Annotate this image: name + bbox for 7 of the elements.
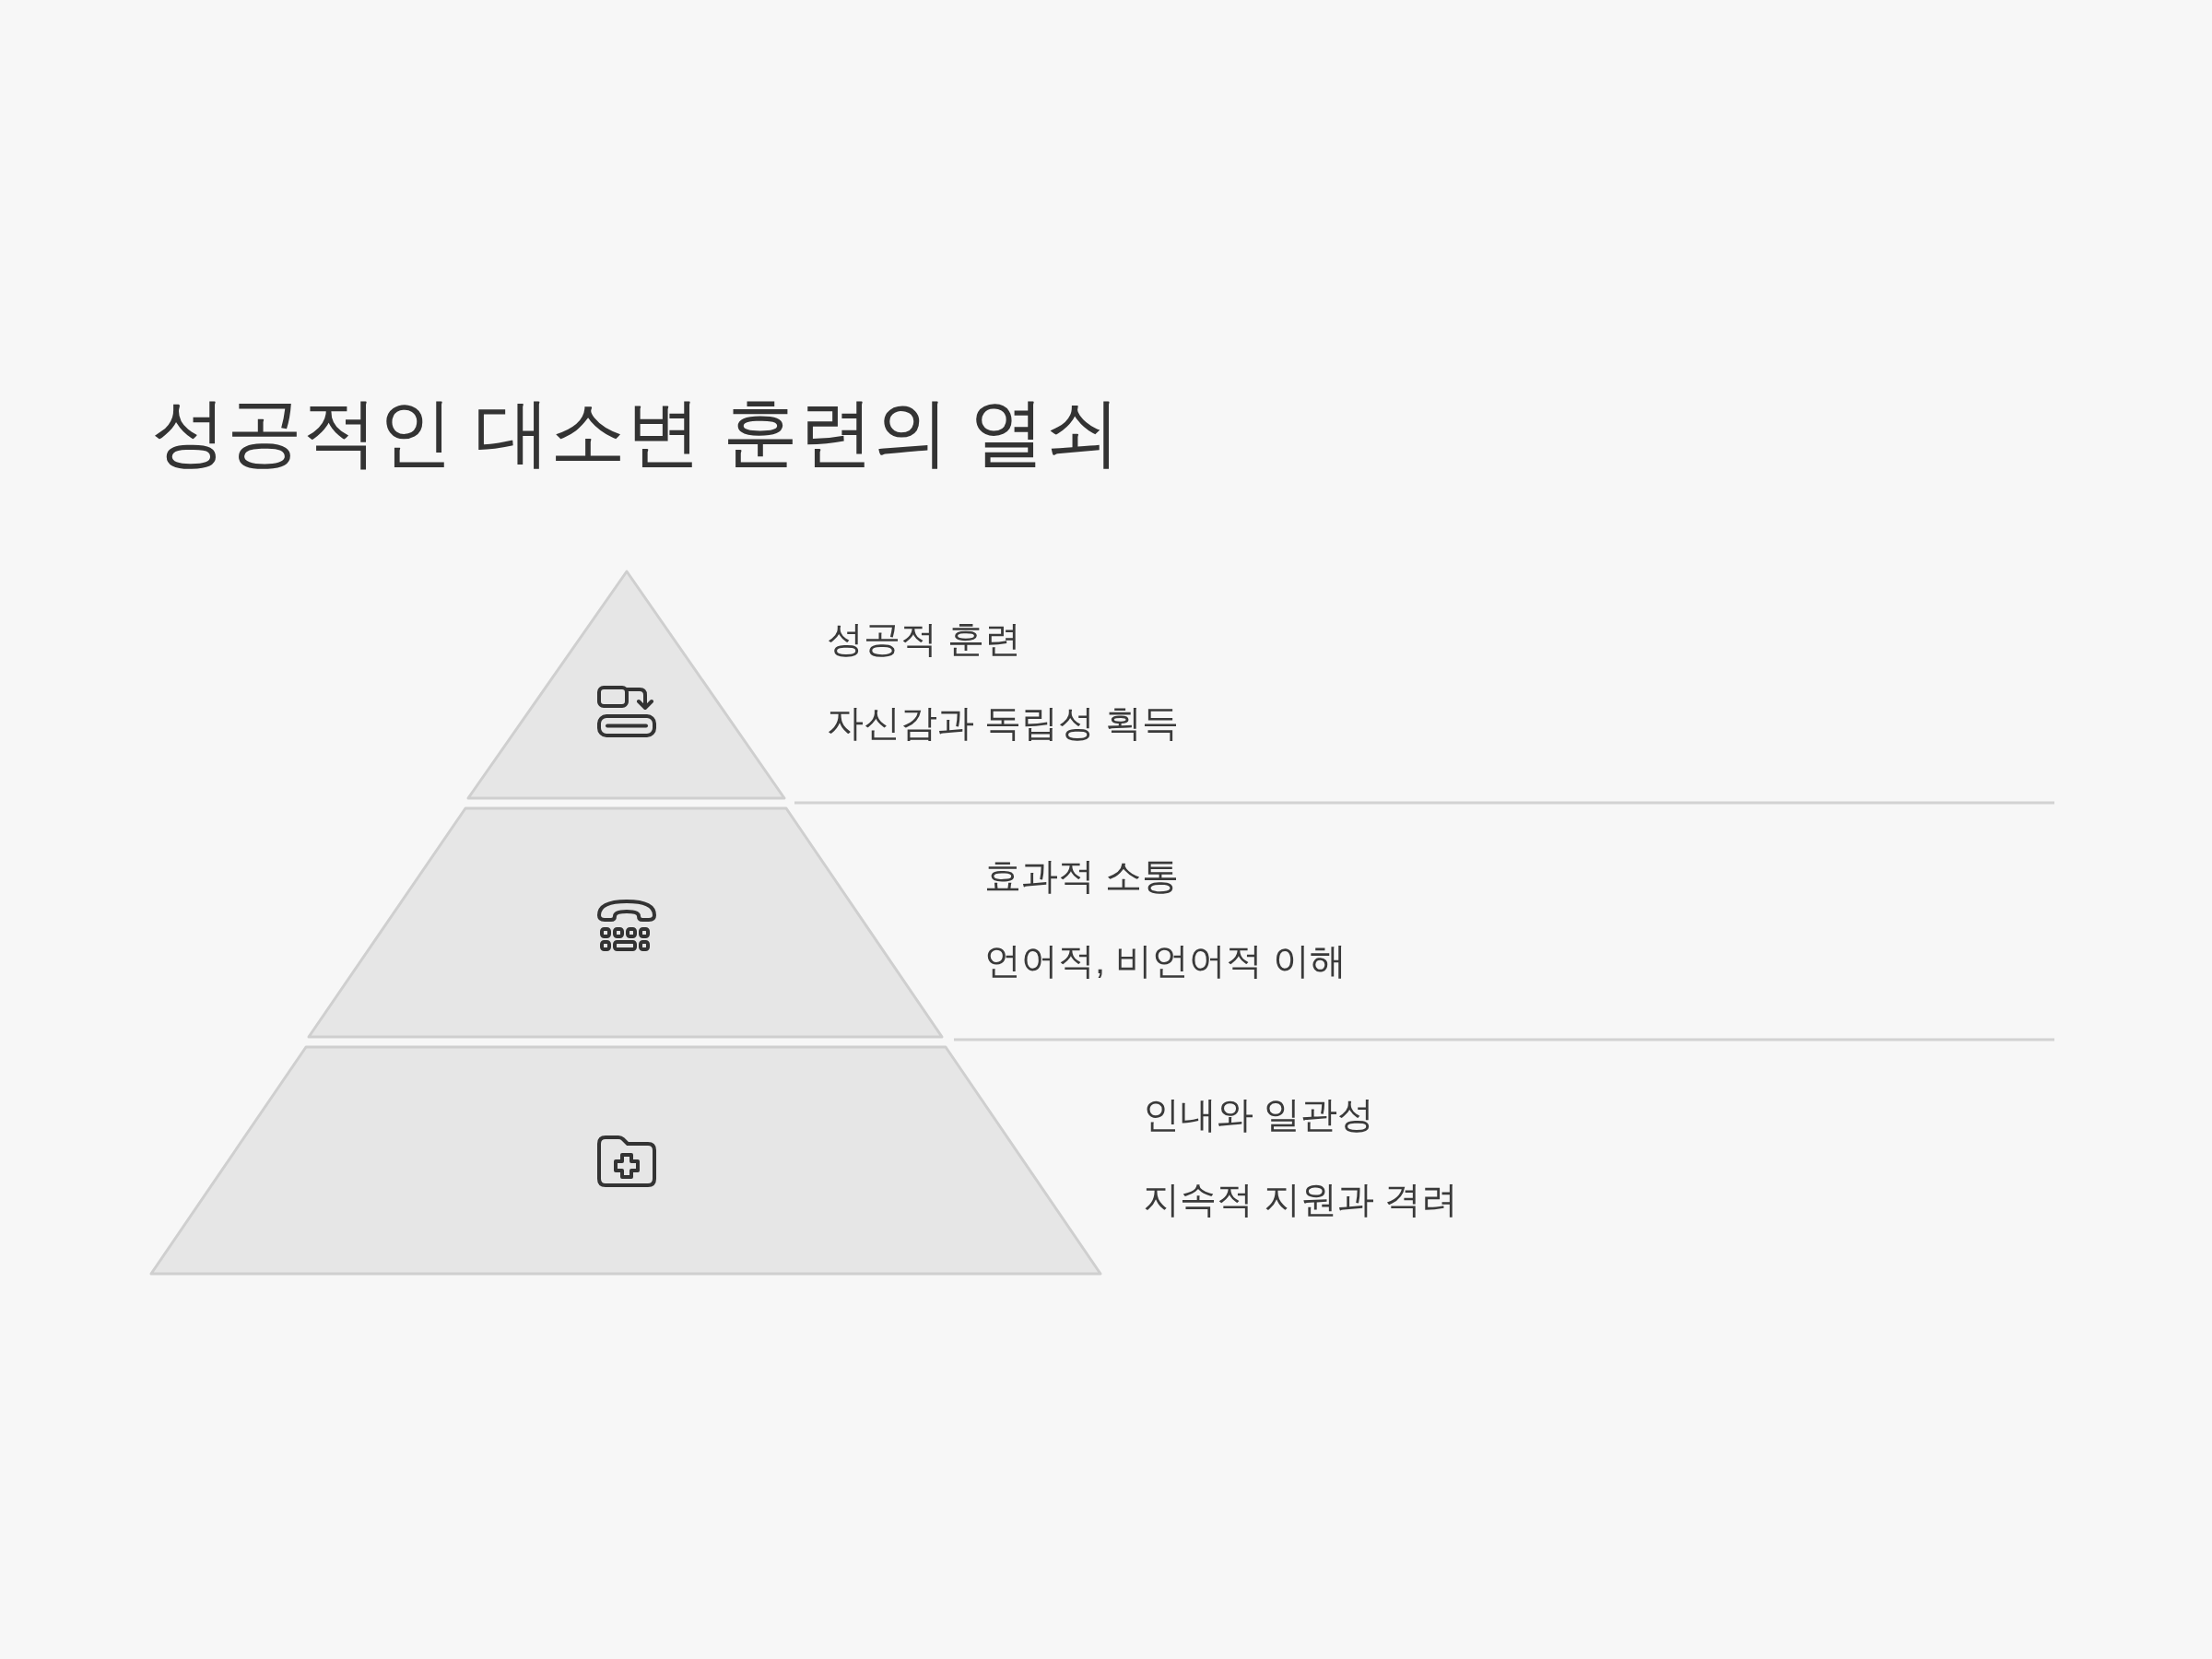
layer-heading: 효과적 소통 — [984, 854, 1180, 898]
layer-heading: 인내와 일관성 — [1143, 1093, 1375, 1136]
title: 성공적인 대소변 훈련의 열쇠 — [151, 389, 1122, 476]
layer-description: 지속적 지원과 격려 — [1143, 1178, 1459, 1221]
layer-description: 언어적, 비언어적 이해 — [984, 939, 1347, 982]
layer-heading: 성공적 훈련 — [827, 618, 1022, 661]
layer-description: 자신감과 독립성 획득 — [827, 701, 1180, 745]
